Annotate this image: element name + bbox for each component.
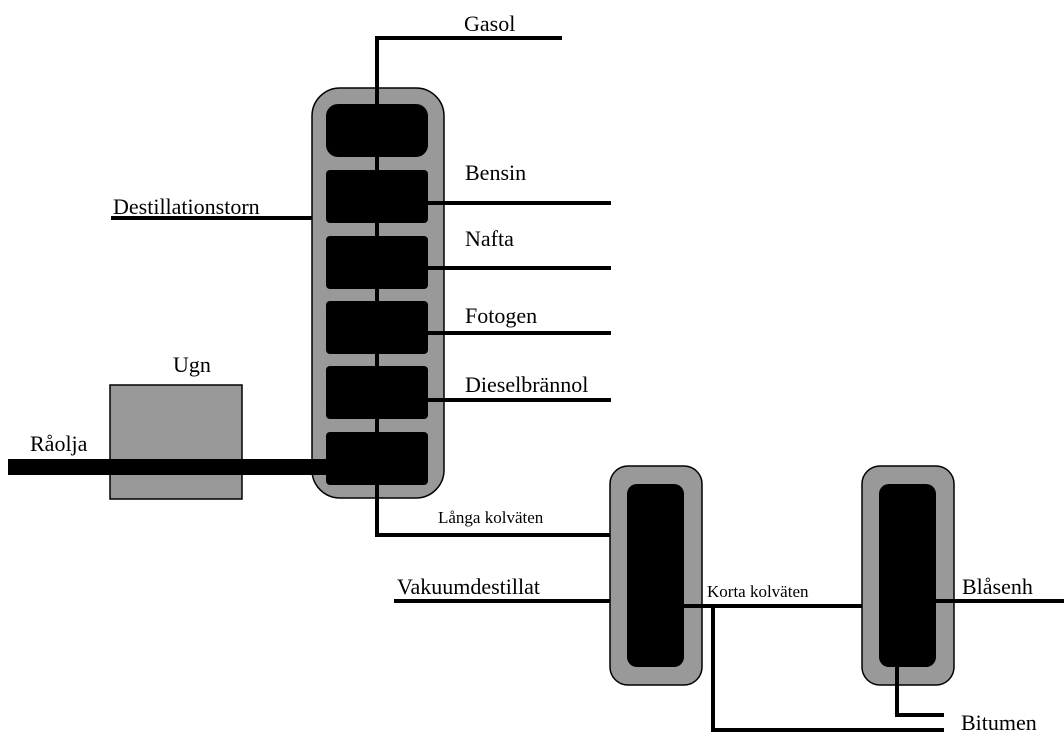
tower-tray-6 bbox=[326, 432, 428, 485]
bensin-label: Bensin bbox=[465, 160, 526, 185]
bitumen-outlet-line bbox=[895, 667, 944, 717]
diesel-label: Dieselbrännol bbox=[465, 372, 588, 397]
furnace-label: Ugn bbox=[173, 352, 211, 377]
tower-tray-3 bbox=[326, 236, 428, 289]
vacuum-column-core bbox=[627, 484, 684, 667]
furnace bbox=[109, 384, 243, 500]
short-hydrocarbon-label: Korta kolväten bbox=[707, 582, 809, 601]
tower-tray-1 bbox=[326, 104, 428, 157]
vakuum-label: Vakuumdestillat bbox=[397, 574, 540, 599]
bitumen-label: Bitumen bbox=[961, 710, 1037, 735]
long-hydrocarbon-line bbox=[375, 485, 626, 537]
gasol-label: Gasol bbox=[464, 11, 515, 36]
bitumen-branch-line bbox=[711, 606, 944, 732]
nafta-label: Nafta bbox=[465, 226, 514, 251]
tower-tray-2 bbox=[326, 170, 428, 223]
long-hydrocarbon-label: Långa kolväten bbox=[438, 508, 544, 527]
blowing-unit-core bbox=[879, 484, 936, 667]
blasenh-label: Blåsenh bbox=[962, 574, 1033, 599]
tower-tray-4 bbox=[326, 301, 428, 354]
tower-label: Destillationstorn bbox=[113, 194, 260, 219]
crude-label: Råolja bbox=[30, 431, 88, 456]
tower-tray-5 bbox=[326, 366, 428, 419]
fotogen-label: Fotogen bbox=[465, 303, 537, 328]
